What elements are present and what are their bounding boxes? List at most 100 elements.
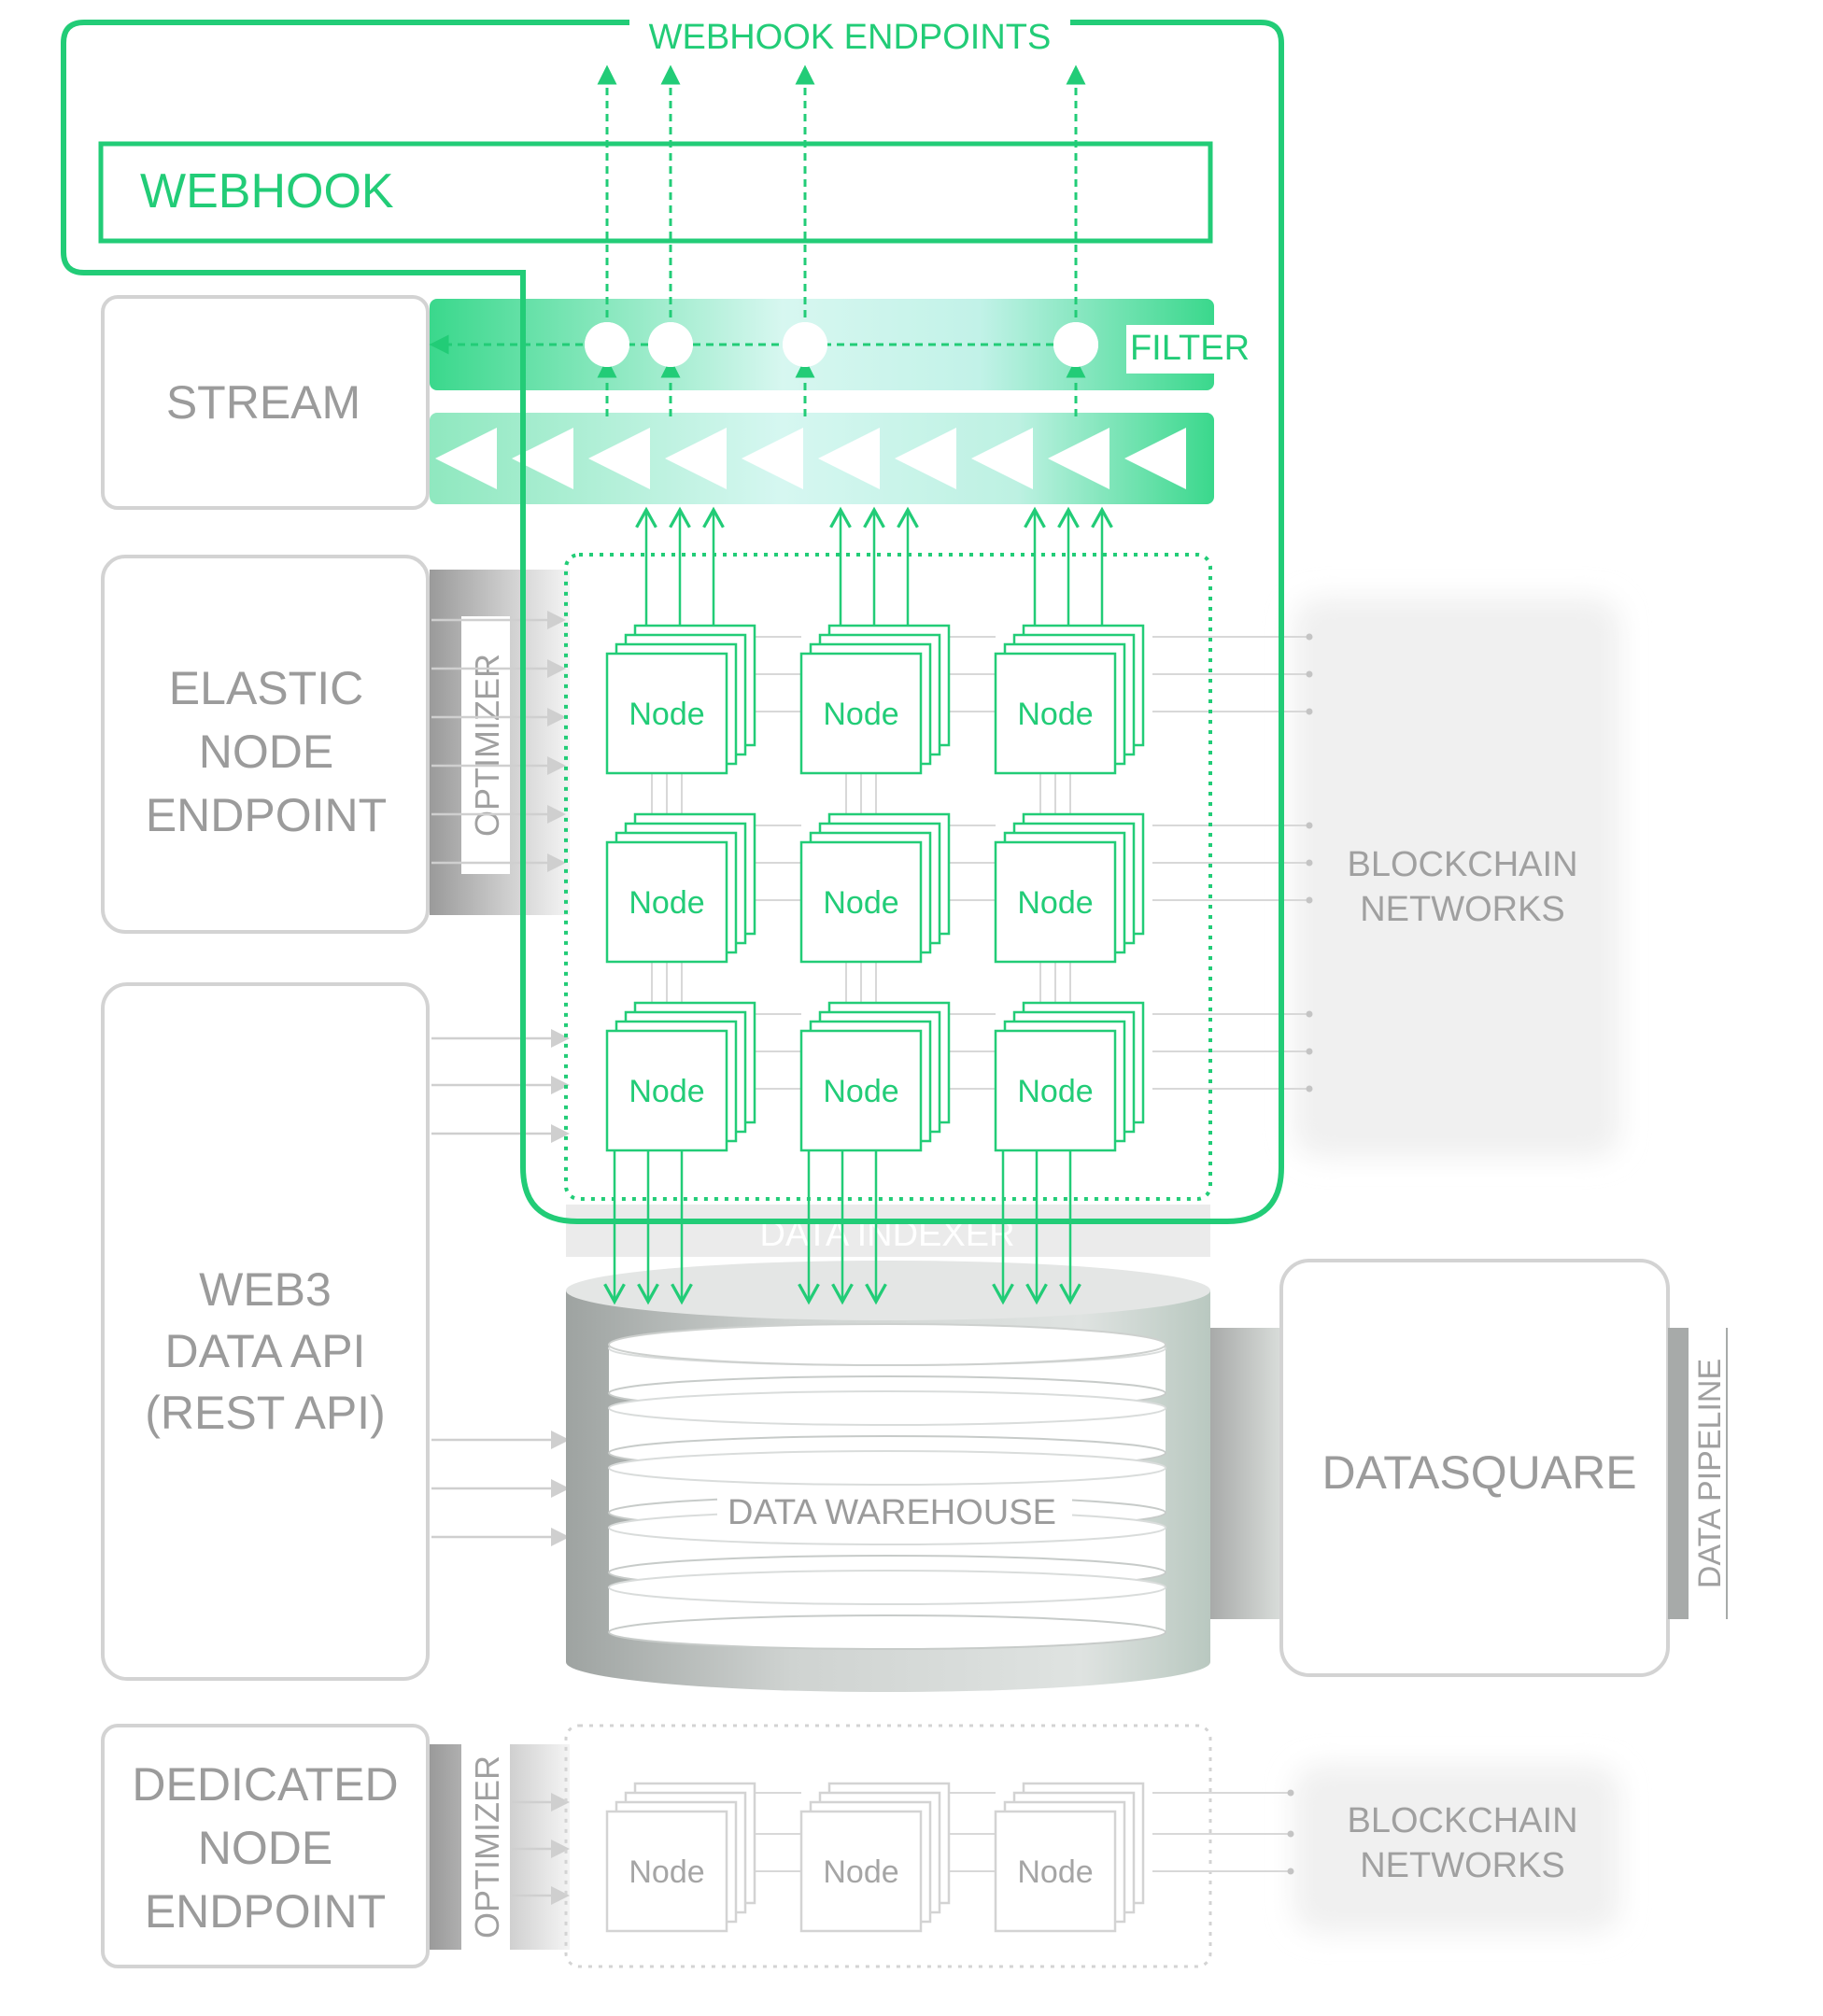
node-stack: Node xyxy=(994,624,1145,775)
platter-top xyxy=(608,1450,1166,1486)
web3-data-api-panel[interactable]: WEB3 DATA API (REST API) xyxy=(101,982,430,1681)
node-label: Node xyxy=(629,1854,704,1890)
data-indexer: DATA INDEXER xyxy=(566,1205,1210,1257)
node-layer xyxy=(605,1810,728,1933)
dedicated-node-endpoint-panel[interactable]: DEDICATED NODE ENDPOINT xyxy=(101,1724,430,1968)
node-label: Node xyxy=(629,885,704,921)
node-stack: Node xyxy=(605,1782,756,1933)
stream-chevron-icon xyxy=(665,428,727,489)
elastic-label-line3: ENDPOINT xyxy=(146,789,387,841)
warehouse-datasquare-connector xyxy=(1210,1328,1279,1619)
blockchain-label-lower-line1: BLOCKCHAIN xyxy=(1347,1801,1577,1840)
stream-arrow-band xyxy=(430,413,1214,504)
upper-node-cluster-border xyxy=(564,553,1212,1201)
webhook-box[interactable]: WEBHOOK xyxy=(98,141,1213,244)
stream-chevron-icon xyxy=(971,428,1033,489)
node-layer xyxy=(799,1810,923,1933)
network-connector-dot xyxy=(1287,1789,1294,1797)
network-connector-dot xyxy=(1287,1830,1294,1838)
node-label: Node xyxy=(823,697,898,732)
node-stack: Node xyxy=(799,1782,951,1933)
webhook-outer-boundary xyxy=(61,20,1284,1224)
network-connector-dot xyxy=(1306,670,1313,678)
optimizer-label-lower: OPTIMIZER xyxy=(468,1755,506,1938)
node-layer xyxy=(799,652,923,775)
datasquare-panel[interactable]: DATASQUARE xyxy=(1279,1259,1670,1677)
filter-label: FILTER xyxy=(1130,329,1250,368)
node-stack: Node xyxy=(605,812,756,964)
filter-circle-icon xyxy=(648,322,693,367)
network-connector-dot xyxy=(1306,708,1313,715)
node-label: Node xyxy=(1017,885,1093,921)
elastic-label-line1: ELASTIC xyxy=(169,662,363,714)
blockchain-label-lower-line2: NETWORKS xyxy=(1360,1846,1565,1885)
stream-chevron-icon xyxy=(895,428,956,489)
node-layer xyxy=(605,840,728,964)
webhook-label: WEBHOOK xyxy=(140,164,394,219)
stream-panel[interactable]: STREAM xyxy=(101,295,430,510)
node-label: Node xyxy=(823,885,898,921)
lower-node-cluster: Node Node Node xyxy=(605,1782,1294,1933)
stream-label: STREAM xyxy=(166,376,360,429)
stream-chevron-icon xyxy=(818,428,880,489)
network-connector-dot xyxy=(1306,1048,1313,1055)
node-stack: Node xyxy=(994,1001,1145,1152)
data-pipeline-label: DATA PIPELINE xyxy=(1692,1359,1728,1588)
node-layer xyxy=(605,1029,728,1152)
webhook-endpoints-label: WEBHOOK ENDPOINTS xyxy=(649,18,1052,57)
dedicated-label-line1: DEDICATED xyxy=(132,1758,398,1811)
network-connector-dot xyxy=(1287,1868,1294,1875)
lower-node-cluster-border xyxy=(564,1724,1212,1968)
optimizer-label-upper: OPTIMIZER xyxy=(468,654,506,837)
node-layer xyxy=(799,840,923,964)
node-label: Node xyxy=(823,1074,898,1109)
stream-chevrons xyxy=(435,428,1186,489)
network-connector-dot xyxy=(1306,896,1313,904)
data-warehouse-label: DATA WAREHOUSE xyxy=(728,1493,1056,1532)
node-layer xyxy=(994,840,1117,964)
node-layer xyxy=(994,1810,1117,1933)
node-stack: Node xyxy=(799,1001,951,1152)
node-layer xyxy=(994,652,1117,775)
network-connector-dot xyxy=(1306,1010,1313,1018)
stream-chevron-icon xyxy=(588,428,650,489)
node-label: Node xyxy=(629,697,704,732)
blockchain-networks-backdrop-upper xyxy=(1293,598,1620,1158)
network-connector-dot xyxy=(1306,859,1313,867)
web3-label-line1: WEB3 xyxy=(199,1263,332,1316)
blockchain-label-upper-line2: NETWORKS xyxy=(1360,890,1565,929)
datasquare-label: DATASQUARE xyxy=(1321,1446,1636,1499)
node-layer xyxy=(605,652,728,775)
node-stack: Node xyxy=(799,812,951,964)
stream-chevron-icon xyxy=(1124,428,1186,489)
node-layer xyxy=(799,1029,923,1152)
dedicated-label-line3: ENDPOINT xyxy=(145,1885,386,1938)
network-connector-dot xyxy=(1306,822,1313,829)
filter-feed xyxy=(429,64,1098,416)
node-stack: Node xyxy=(799,624,951,775)
platter-top xyxy=(608,1570,1166,1605)
platter-top xyxy=(608,1390,1166,1426)
blockchain-label-upper-line1: BLOCKCHAIN xyxy=(1347,845,1577,884)
platter-top xyxy=(608,1323,1166,1366)
data-warehouse: DATA WAREHOUSE xyxy=(566,1261,1210,1692)
node-stack: Node xyxy=(994,1782,1145,1933)
node-layer xyxy=(994,1029,1117,1152)
optimizer-lower: OPTIMIZER xyxy=(430,1744,570,1950)
elastic-node-endpoint-panel[interactable]: ELASTIC NODE ENDPOINT xyxy=(101,555,430,934)
filter-circle-icon xyxy=(585,322,629,367)
stream-chevron-icon xyxy=(1048,428,1109,489)
node-label: Node xyxy=(1017,697,1093,732)
blockchain-networks-backdrop-lower xyxy=(1293,1765,1620,1933)
network-connector-dot xyxy=(1306,1085,1313,1093)
platter-edge xyxy=(608,1614,1166,1650)
gray-input-arrows xyxy=(431,611,1313,1905)
stream-chevron-icon xyxy=(512,428,573,489)
filter-circle-icon xyxy=(1053,322,1098,367)
stream-chevron-icon xyxy=(435,428,497,489)
web3-label-line3: (REST API) xyxy=(145,1387,385,1439)
node-stack: Node xyxy=(994,812,1145,964)
filter-circle-icon xyxy=(783,322,827,367)
network-connector-dot xyxy=(1306,633,1313,641)
